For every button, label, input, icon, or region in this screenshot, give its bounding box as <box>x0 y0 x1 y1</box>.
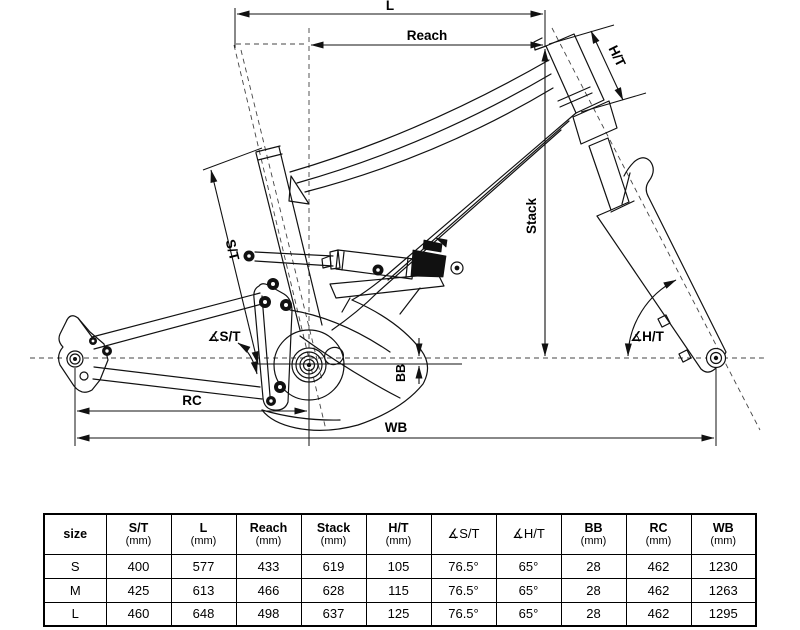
label-stack: Stack <box>524 197 539 234</box>
label-rear-center: RC <box>182 393 202 408</box>
rear-dropout <box>57 315 112 393</box>
bike-geometry-diagram: L Reach H/T Stack S/T ∡S/T <box>30 0 766 446</box>
col-header-head-angle: ∡H/T <box>495 513 562 555</box>
col-header-rear-center: RC(mm) <box>625 513 692 555</box>
table-cell: 462 <box>625 601 692 627</box>
chain-stay <box>92 366 263 400</box>
col-label: H/T <box>388 521 409 536</box>
dimension-seat-tube: S/T <box>202 147 263 365</box>
dimension-reach: Reach <box>310 28 544 49</box>
shock-absorber <box>321 237 464 315</box>
table-cell: 28 <box>560 553 627 579</box>
col-label: Reach <box>249 521 288 536</box>
label-head-angle: ∡H/T <box>630 329 665 344</box>
table-cell: 125 <box>365 601 432 627</box>
table-cell: 648 <box>170 601 237 627</box>
col-header-wheelbase: WB(mm) <box>690 513 757 555</box>
col-unit: (mm) <box>385 535 412 548</box>
col-label: Stack <box>316 521 351 536</box>
label-L: L <box>386 0 394 13</box>
dimensions: L Reach H/T Stack S/T ∡S/T <box>74 0 717 446</box>
col-unit: (mm) <box>320 535 347 548</box>
table-cell: 577 <box>170 553 237 579</box>
frame-drawing <box>57 33 727 431</box>
table-cell: 76.5° <box>430 553 497 579</box>
table-cell: 28 <box>560 577 627 603</box>
label-bb-drop: BB <box>394 364 408 382</box>
label-seat-tube: S/T <box>223 238 243 263</box>
table-cell: 400 <box>105 553 172 579</box>
col-label: ∡S/T <box>447 526 480 542</box>
table-cell: 628 <box>300 577 367 603</box>
col-header-seat-tube: S/T(mm) <box>105 513 172 555</box>
col-header-reach: Reach(mm) <box>235 513 302 555</box>
table-cell: 498 <box>235 601 302 627</box>
front-axle <box>705 347 727 369</box>
table-cell: 76.5° <box>430 601 497 627</box>
col-header-seat-angle: ∡S/T <box>430 513 497 555</box>
label-wheelbase: WB <box>385 420 408 435</box>
col-unit: (mm) <box>710 535 737 548</box>
col-label: ∡H/T <box>512 526 545 542</box>
col-unit: (mm) <box>580 535 607 548</box>
label-seat-angle: ∡S/T <box>207 329 241 344</box>
table-cell: 462 <box>625 577 692 603</box>
col-unit: (mm) <box>255 535 282 548</box>
geometry-table: size S/T(mm) L(mm) Reach(mm) Stack(mm) H… <box>43 513 757 627</box>
table-cell: 28 <box>560 601 627 627</box>
dimension-bb-drop: BB <box>394 338 423 384</box>
col-header-length: L(mm) <box>170 513 237 555</box>
col-label: WB <box>712 521 734 536</box>
table-cell: 1230 <box>690 553 757 579</box>
table-cell: 460 <box>105 601 172 627</box>
fork <box>572 100 727 373</box>
top-tube <box>289 59 554 193</box>
col-header-size: size <box>43 513 107 555</box>
table-row-size-l: L 460 648 498 637 125 76.5° 65° 28 462 1… <box>43 601 757 627</box>
table-row-size-s: S 400 577 433 619 105 76.5° 65° 28 462 1… <box>43 553 757 579</box>
col-label: L <box>199 521 208 536</box>
col-unit: (mm) <box>645 535 672 548</box>
table-cell: 1295 <box>690 601 757 627</box>
table-header-row: size S/T(mm) L(mm) Reach(mm) Stack(mm) H… <box>43 513 757 555</box>
col-label: BB <box>584 521 603 536</box>
dimension-rear-center: RC <box>74 368 310 446</box>
table-cell: 65° <box>495 577 562 603</box>
bottom-bracket-shell <box>261 299 429 431</box>
col-header-head-tube: H/T(mm) <box>365 513 432 555</box>
table-cell: L <box>43 601 107 627</box>
table-cell: 425 <box>105 577 172 603</box>
col-label: S/T <box>128 521 149 536</box>
table-cell: 65° <box>495 553 562 579</box>
col-label: RC <box>649 521 668 536</box>
table-cell: M <box>43 577 107 603</box>
table-cell: 433 <box>235 553 302 579</box>
table-cell: 115 <box>365 577 432 603</box>
table-cell: 65° <box>495 601 562 627</box>
label-reach: Reach <box>407 28 448 43</box>
table-cell: 462 <box>625 553 692 579</box>
table-cell: 619 <box>300 553 367 579</box>
label-head-tube: H/T <box>606 43 629 70</box>
dimension-wheelbase: WB <box>76 368 717 446</box>
col-header-bb: BB(mm) <box>560 513 627 555</box>
seat-tube <box>255 145 323 331</box>
table-cell: 637 <box>300 601 367 627</box>
table-cell: 105 <box>365 553 432 579</box>
dimension-head-angle: ∡H/T <box>624 279 677 357</box>
table-cell: 76.5° <box>430 577 497 603</box>
dimension-stack: Stack <box>524 48 549 357</box>
table-cell: 466 <box>235 577 302 603</box>
table-cell: 1263 <box>690 577 757 603</box>
col-label: size <box>63 527 88 542</box>
table-cell: S <box>43 553 107 579</box>
table-row-size-m: M 425 613 466 628 115 76.5° 65° 28 462 1… <box>43 577 757 603</box>
col-unit: (mm) <box>125 535 152 548</box>
col-header-stack: Stack(mm) <box>300 513 367 555</box>
table-cell: 613 <box>170 577 237 603</box>
dimension-L: L <box>234 0 546 48</box>
col-unit: (mm) <box>190 535 217 548</box>
dimension-seat-angle: ∡S/T <box>207 329 258 375</box>
